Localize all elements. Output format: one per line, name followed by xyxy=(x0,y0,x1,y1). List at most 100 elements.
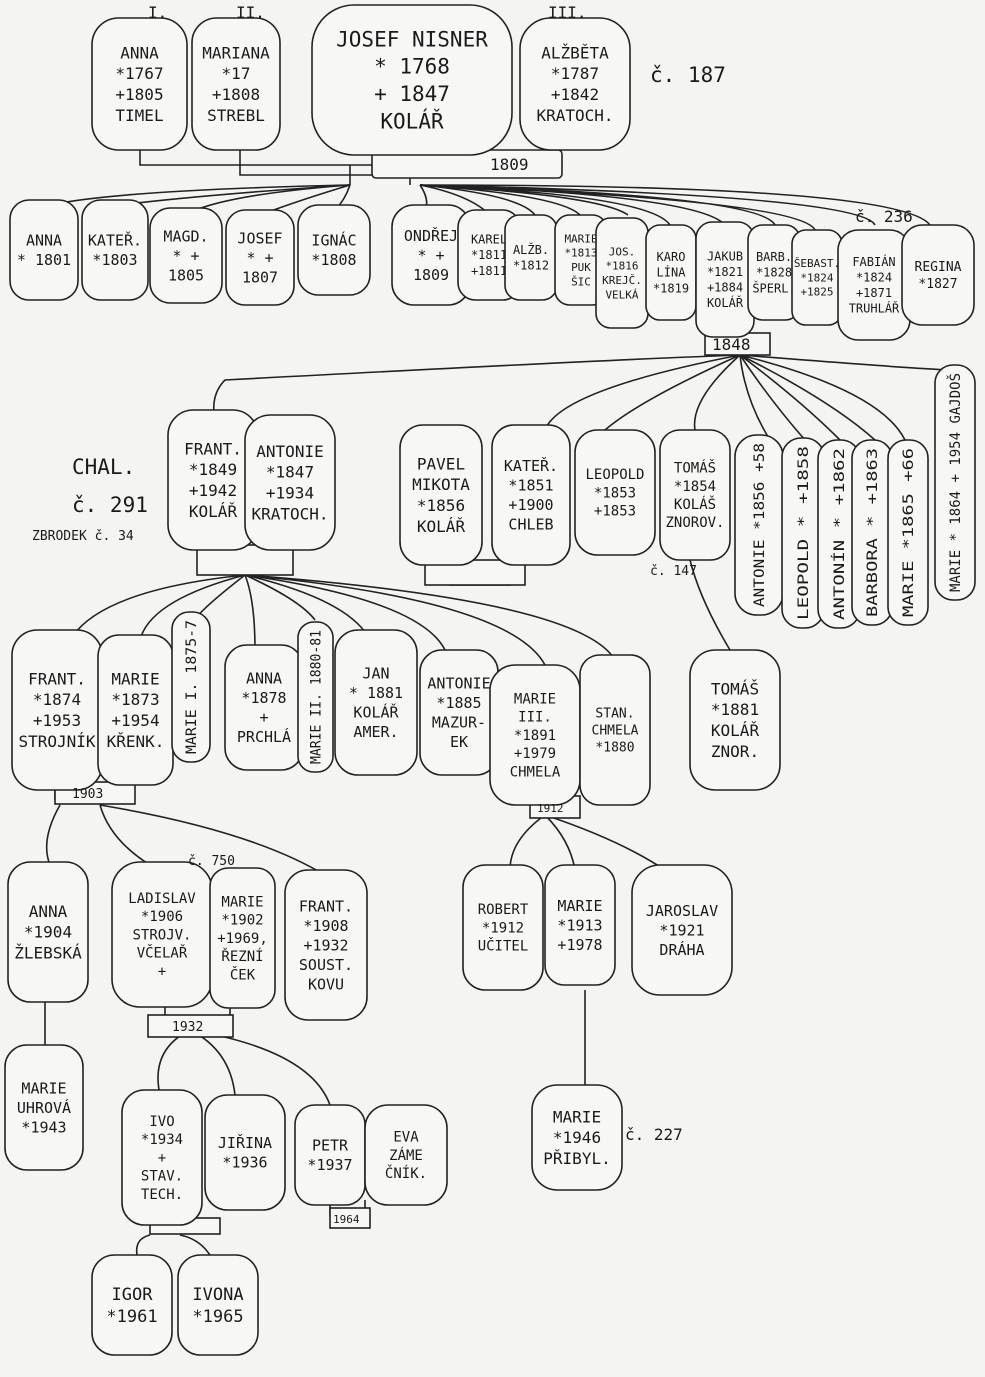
year-1932: 1932 xyxy=(172,1020,203,1035)
person-box xyxy=(934,364,976,601)
person-line: MARIE xyxy=(111,669,159,688)
person-line: KATEŘ. xyxy=(504,456,558,475)
person-boxes: ANNA*1767+1805TIMELMARIANA*17+1808STREBL… xyxy=(4,4,975,1356)
vertical-person-text: LEOPOLD * +1858 xyxy=(796,446,812,620)
person-line: *1908 xyxy=(303,917,348,935)
person-sebast: ŠEBAST.*1824+1825 xyxy=(791,229,843,326)
person-line: *1853 xyxy=(594,485,636,501)
person-line: KOLÁŠ xyxy=(674,495,716,513)
person-box xyxy=(204,1094,286,1211)
vertical-person-barbora1863: BARBORA * +1863 xyxy=(851,439,893,626)
person-line: *1891 xyxy=(514,728,556,744)
person-line: KATEŘ. xyxy=(88,231,142,250)
person-line: VELKÁ xyxy=(605,288,638,301)
person-box xyxy=(887,439,929,626)
person-line: JAROSLAV xyxy=(646,902,718,920)
person-line: LADISLAV xyxy=(128,891,196,907)
person-line: MAGD. xyxy=(163,227,208,245)
person-box xyxy=(294,1104,366,1206)
person-ivo: IVO*1934+STAV.TECH. xyxy=(121,1089,203,1226)
person-line: IVO xyxy=(149,1114,174,1130)
person-line: *1878 xyxy=(241,689,286,707)
person-line: +1825 xyxy=(800,286,833,299)
person-line: +1808 xyxy=(212,85,260,104)
person-line: * + xyxy=(246,249,273,267)
person-line: VČELAŘ xyxy=(137,944,188,962)
person-line: KOLÁŘ xyxy=(380,108,444,133)
person-line: JAN xyxy=(362,665,389,683)
person-anna1878: ANNA*1878+PRCHLÁ xyxy=(224,644,304,771)
person-line: ANNA xyxy=(246,670,282,688)
person-box xyxy=(491,424,571,566)
person-line: IGOR xyxy=(112,1285,154,1305)
person-line: MAZUR- xyxy=(432,714,486,732)
vertical-person-text: ANTONÍN * +1862 xyxy=(831,448,848,620)
person-line: *1827 xyxy=(918,277,957,292)
vertical-person-text: MARIE *1865 +66 xyxy=(901,448,917,617)
person-box xyxy=(595,217,649,329)
person-line: EK xyxy=(450,733,468,751)
person-box xyxy=(191,17,281,151)
person-line: TIMEL xyxy=(115,106,163,125)
person-line: +1969, xyxy=(217,931,268,947)
person-line: CHMELA xyxy=(510,764,561,780)
person-line: KRATOCH. xyxy=(251,504,328,523)
person-line: LEOPOLD xyxy=(585,467,644,483)
person-line: REGINA xyxy=(915,260,962,275)
year-1964: 1964 xyxy=(333,1213,360,1226)
person-line: *1856 xyxy=(417,496,465,515)
person-line: ANNA xyxy=(29,902,68,921)
person-line: *1881 xyxy=(711,700,759,719)
person-line: 1807 xyxy=(242,268,278,286)
label-zbrodek: ZBRODEK č. 34 xyxy=(32,529,134,544)
person-line: STROJNÍK xyxy=(18,732,95,751)
person-line: JOS. xyxy=(609,245,636,258)
person-line: *1849 xyxy=(189,460,237,479)
person-line: ANNA xyxy=(26,232,62,250)
person-jirina: JIŘINA*1936 xyxy=(204,1094,286,1211)
person-line: ZNOROV. xyxy=(665,515,724,531)
vertical-person-antonie1856: ANTONIE *1856 +58 xyxy=(734,434,784,616)
person-stan1880: STAN.CHMELA*1880 xyxy=(579,654,651,806)
person-line: KOLÁŘ xyxy=(189,502,238,521)
person-line: CHMELA xyxy=(592,724,639,739)
year-1912: 1912 xyxy=(537,802,564,815)
person-line: ČEK xyxy=(230,965,256,983)
label-house-291: č. 291 xyxy=(72,493,148,517)
person-line: STREBL xyxy=(207,106,265,125)
person-line: 1805 xyxy=(168,266,204,284)
person-line: +1934 xyxy=(266,484,314,503)
person-box xyxy=(837,229,911,341)
person-line: KOLÁŘ xyxy=(353,703,399,722)
person-line: *1813 xyxy=(564,247,597,260)
person-line: KOLÁŘ xyxy=(417,517,466,536)
person-line: STAN. xyxy=(595,707,634,722)
person-line: *1902 xyxy=(221,913,263,929)
year-1848: 1848 xyxy=(712,335,751,354)
person-line: FRANT. xyxy=(28,669,86,688)
person-line: *1921 xyxy=(659,921,704,939)
person-line: KOLÁŘ xyxy=(707,295,744,310)
person-line: +1978 xyxy=(557,936,602,954)
person-line: KRATOCH. xyxy=(536,106,613,125)
person-line: +1953 xyxy=(33,711,81,730)
person-line: KOVU xyxy=(308,975,344,993)
person-box xyxy=(579,654,651,806)
person-line: * 1881 xyxy=(349,684,403,702)
person-line: *1821 xyxy=(707,265,743,279)
person-line: +1932 xyxy=(303,936,348,954)
person-box xyxy=(334,629,418,776)
